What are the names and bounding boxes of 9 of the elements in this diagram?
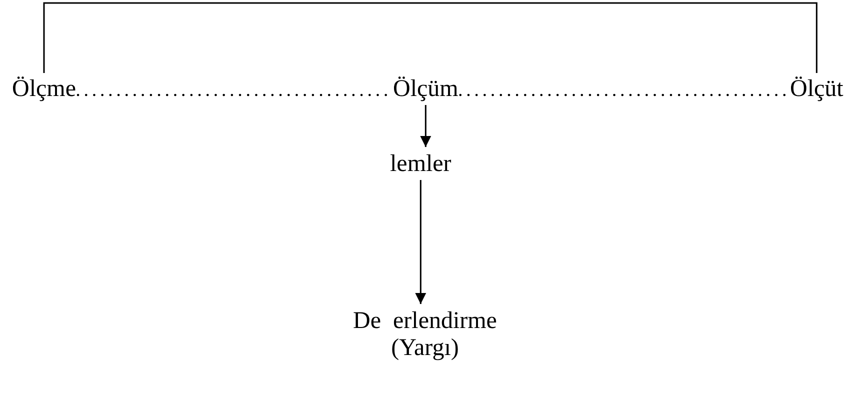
arrow xyxy=(420,105,432,147)
node-label: De erlendirme xyxy=(352,308,498,335)
node-label: (Yargı) xyxy=(390,335,460,362)
arrow xyxy=(415,180,426,304)
node-label: Ölçme xyxy=(12,76,76,103)
node-label: Ölçüm xyxy=(393,76,458,103)
bracket-line xyxy=(43,2,818,73)
node-label: Ölçüt xyxy=(790,76,844,103)
node-label: lemler xyxy=(390,151,452,178)
